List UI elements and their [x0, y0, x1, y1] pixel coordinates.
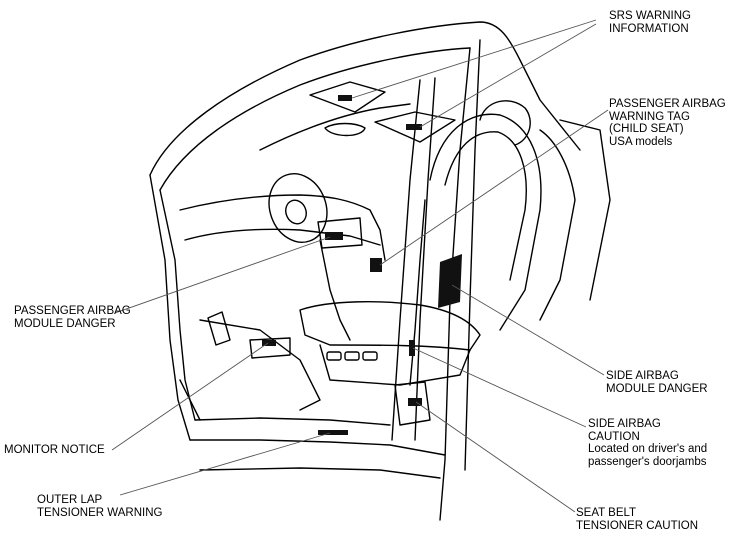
b-pillar-front	[391, 79, 421, 441]
leader-passenger-danger	[114, 236, 331, 314]
label-side-airbag-danger: SIDE AIRBAG MODULE DANGER	[606, 370, 708, 395]
side-airbag-caution-patch	[409, 340, 415, 356]
leader-side-airbag-caution	[412, 347, 587, 428]
front-floor-edge	[179, 379, 201, 421]
label-line: MODULE DANGER	[14, 317, 116, 330]
label-seat-belt-tensioner: SEAT BELT TENSIONER CAUTION	[576, 507, 698, 532]
windshield	[259, 103, 411, 151]
label-side-airbag-caution: SIDE AIRBAG CAUTION Located on driver's …	[588, 418, 707, 468]
passenger-airbag-tag-patch	[370, 258, 382, 272]
headrest	[479, 100, 531, 146]
srs-label-patch-1	[338, 95, 352, 101]
seatbelt-retractor	[394, 381, 431, 426]
sill-bottom	[189, 439, 446, 456]
leader-side-airbag-danger	[451, 284, 605, 376]
rear-door-edge	[464, 39, 481, 471]
rear-door-panel	[559, 119, 611, 301]
seat-belt-tensioner-patch	[408, 398, 422, 406]
roof-inner-edge	[159, 47, 471, 191]
b-pillar-rear	[414, 77, 436, 441]
sun-visor-left	[309, 81, 386, 113]
label-line: INFORMATION	[609, 22, 689, 35]
seat-back-inner	[444, 131, 527, 281]
label-line: SEAT BELT	[576, 507, 637, 519]
label-monitor-notice: MONITOR NOTICE	[4, 444, 105, 457]
leader-outer-lap	[119, 432, 331, 496]
label-line: SIDE AIRBAG	[588, 418, 661, 430]
door-frame	[149, 21, 581, 176]
label-srs-warning: SRS WARNING INFORMATION	[609, 10, 691, 35]
label-line: MODULE DANGER	[606, 382, 708, 395]
label-line: TENSIONER WARNING	[37, 506, 163, 519]
rearview-mirror	[324, 122, 366, 137]
label-line: OUTER LAP	[37, 494, 103, 506]
pedal	[207, 311, 231, 346]
sun-visor-right	[374, 111, 456, 143]
outer-lap-patch	[318, 430, 348, 435]
passenger-airbag-danger-patch	[325, 232, 343, 240]
label-line: MONITOR NOTICE	[4, 444, 105, 456]
seat-cushion	[299, 301, 481, 351]
label-line: SRS WARNING	[609, 10, 691, 22]
label-line: TENSIONER CAUTION	[576, 519, 699, 532]
glovebox	[317, 217, 363, 249]
a-pillar	[159, 189, 196, 421]
rear-seat	[539, 129, 576, 321]
label-line: PASSENGER AIRBAG	[609, 98, 726, 110]
seat-switch-2	[344, 351, 360, 361]
steering-wheel	[268, 173, 328, 243]
label-line: CAUTION	[588, 430, 640, 443]
leader-seat-belt-tensioner	[415, 401, 576, 513]
dashboard	[179, 194, 386, 261]
label-passenger-airbag-danger: PASSENGER AIRBAG MODULE DANGER	[14, 305, 131, 330]
seatbelt-strap	[409, 199, 426, 386]
label-line: SIDE AIRBAG	[606, 370, 679, 382]
leader-srs-1	[351, 19, 597, 99]
label-line: PASSENGER AIRBAG	[14, 305, 131, 317]
steering-hub	[285, 199, 307, 225]
label-outer-lap-tensioner: OUTER LAP TENSIONER WARNING	[37, 494, 162, 519]
label-line: (CHILD SEAT)	[609, 123, 684, 135]
seat-switch-3	[362, 351, 378, 361]
srs-label-patch-2	[406, 124, 422, 130]
sill-lower	[199, 467, 441, 479]
leader-passenger-tag	[379, 109, 609, 266]
leader-monitor-notice	[111, 342, 269, 451]
label-passenger-airbag-tag: PASSENGER AIRBAG WARNING TAG (CHILD SEAT…	[609, 98, 726, 148]
center-console	[319, 239, 351, 341]
footrest	[249, 337, 291, 359]
label-line: WARNING TAG	[609, 110, 690, 123]
label-line: passenger's doorjambs	[588, 455, 707, 468]
label-line: Located on driver's and	[588, 443, 708, 455]
a-pillar-outer	[149, 174, 191, 441]
label-line: USA models	[609, 135, 673, 148]
sill-top	[194, 417, 391, 426]
side-airbag-module-patch	[438, 254, 462, 308]
dashboard-lower	[184, 228, 381, 246]
floor	[199, 319, 321, 411]
seat-switch-1	[326, 351, 342, 361]
monitor-notice-patch	[262, 340, 276, 346]
leader-srs-2	[419, 23, 597, 128]
seat-back	[429, 113, 542, 331]
